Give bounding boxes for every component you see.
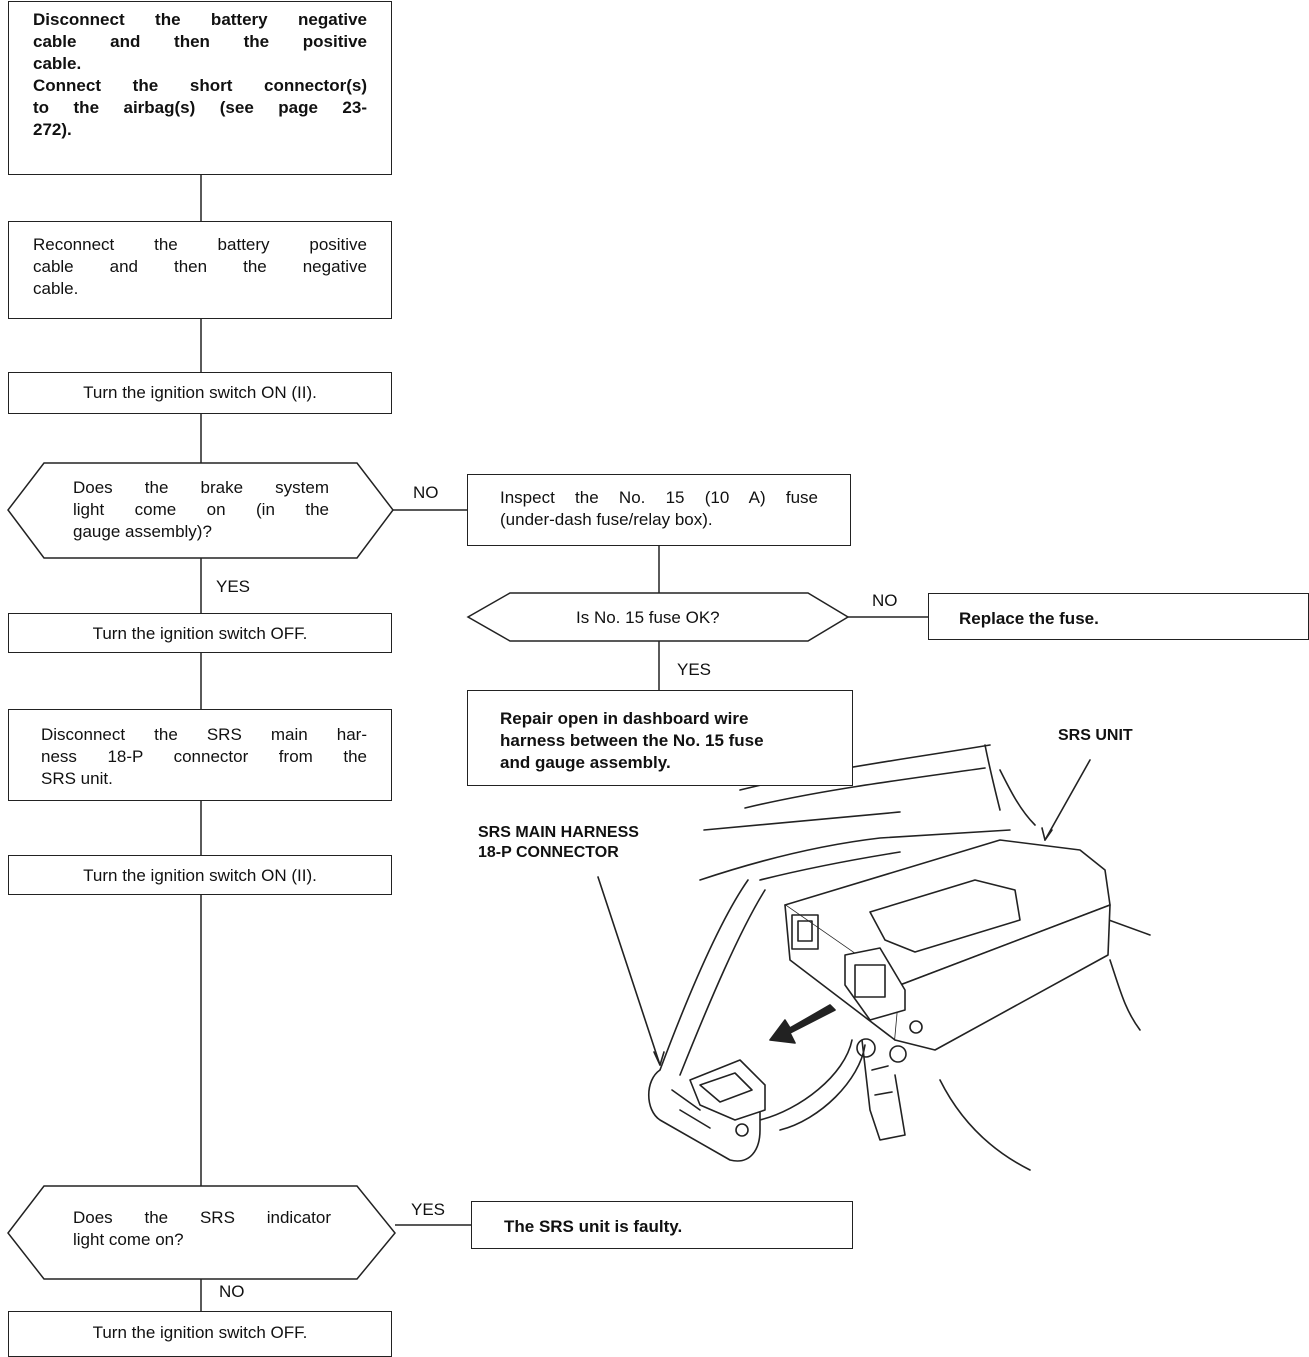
repair-open-step: Repair open in dashboard wire harness be… [467, 690, 853, 786]
brake-light-question: Does the brake system light come on (in … [73, 478, 329, 541]
brake-no-label: NO [413, 483, 439, 502]
srs-light-decision-shape [7, 1185, 396, 1280]
ignition-off-2-step: Turn the ignition switch OFF. [8, 1311, 392, 1357]
brake-light-decision-shape [7, 462, 394, 559]
reconnect-battery-step: Reconnect the battery positive cable and… [8, 221, 392, 319]
fuse-ok-decision-shape [466, 592, 850, 642]
disconnect-srs-step: Disconnect the SRS main har- ness 18-P c… [8, 709, 392, 801]
fuse-ok-question: Is No. 15 fuse OK? [576, 608, 720, 627]
srs-unit-label: SRS UNIT [1058, 727, 1133, 744]
ignition-off-step: Turn the ignition switch OFF. [8, 613, 392, 653]
inspect-fuse-step: Inspect the No. 15 (10 A) fuse (under-da… [467, 474, 851, 546]
srs-light-question: Does the SRS indicator light come on? [73, 1208, 331, 1249]
fuse-no-label: NO [872, 591, 898, 610]
srs-faulty-step: The SRS unit is faulty. [471, 1201, 853, 1249]
srs-no-label: NO [219, 1282, 245, 1301]
srs-unit-illustration [597, 744, 1151, 1171]
srs-yes-label: YES [411, 1200, 446, 1219]
srs-main-harness-label: SRS MAIN HARNESS 18-P CONNECTOR [478, 824, 639, 861]
ignition-on-2-step: Turn the ignition switch ON (II). [8, 855, 392, 895]
fuse-yes-label: YES [677, 660, 712, 679]
disconnect-battery-step: Disconnect the battery negative cable an… [8, 1, 392, 175]
replace-fuse-step: Replace the fuse. [928, 593, 1309, 640]
ignition-on-step: Turn the ignition switch ON (II). [8, 372, 392, 414]
brake-yes-label: YES [216, 577, 251, 596]
